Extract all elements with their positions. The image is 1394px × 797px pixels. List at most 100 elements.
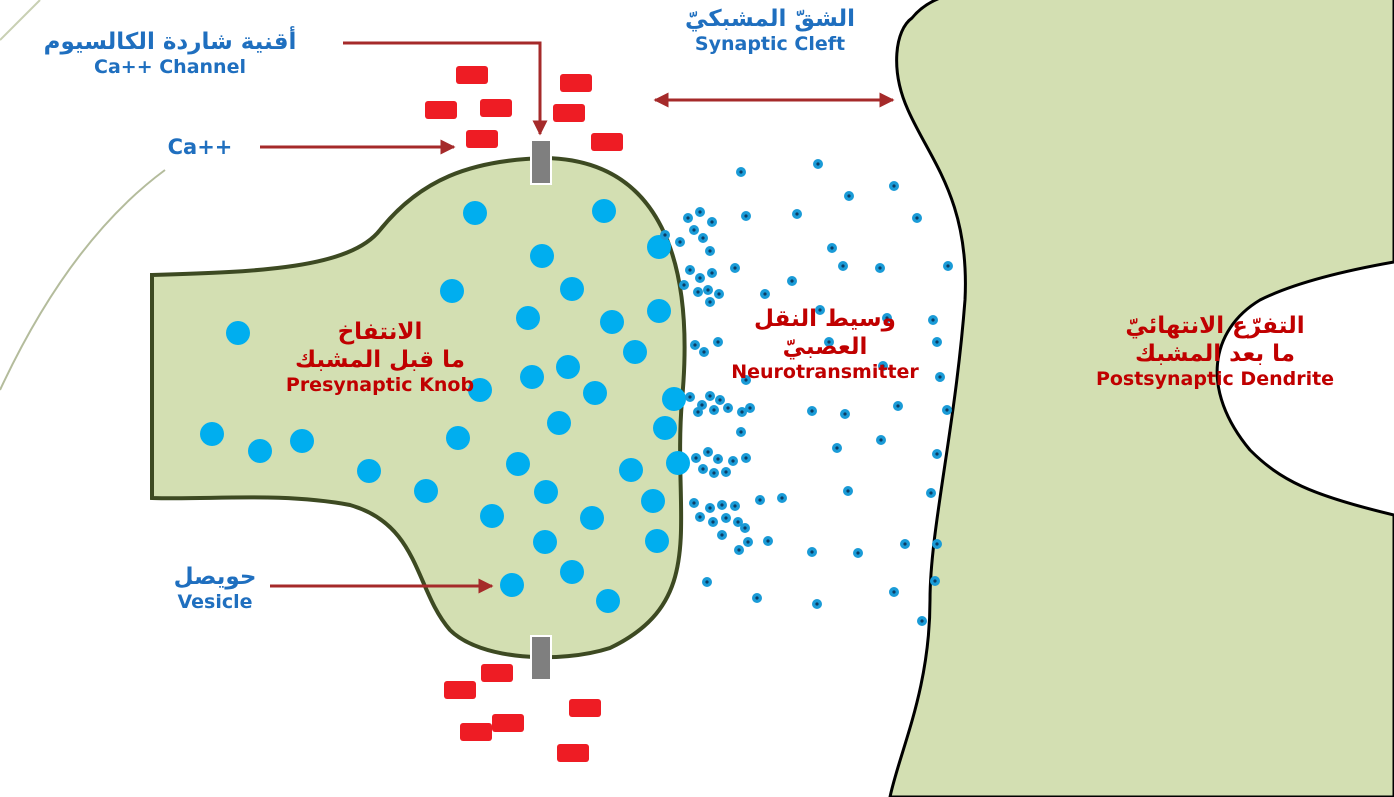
neurotransmitter-molecule	[689, 225, 699, 235]
neurotransmitter-molecule	[743, 537, 753, 547]
neurotransmitter-molecule	[838, 261, 848, 271]
vesicle	[534, 480, 558, 504]
neurotransmitter-molecule	[777, 493, 787, 503]
neurotransmitter-molecule	[832, 443, 842, 453]
postsynaptic-label-en: Postsynaptic Dendrite	[1050, 368, 1380, 391]
vesicle	[506, 452, 530, 476]
neurotransmitter-molecule	[932, 539, 942, 549]
vesicle	[580, 506, 604, 530]
neurotransmitter-molecule	[736, 427, 746, 437]
calcium-ion	[425, 101, 457, 119]
vesicle	[647, 299, 671, 323]
synaptic-cleft-label-en: Synaptic Cleft	[650, 33, 890, 56]
neurotransmitter-molecule	[745, 403, 755, 413]
neurotransmitter-molecule	[707, 217, 717, 227]
neurotransmitter-molecule	[705, 391, 715, 401]
neurotransmitter-molecule	[930, 576, 940, 586]
neurotransmitter-molecule	[698, 233, 708, 243]
neurotransmitter-molecule	[695, 207, 705, 217]
vesicle	[583, 381, 607, 405]
neurotransmitter-molecule	[693, 287, 703, 297]
calcium-ion	[560, 74, 592, 92]
postsynaptic-label-ar2: ما بعد المشبك	[1050, 340, 1380, 368]
neurotransmitter-molecule	[721, 467, 731, 477]
vesicle	[560, 560, 584, 584]
neurotransmitter-molecule	[717, 530, 727, 540]
neurotransmitter-molecule	[813, 159, 823, 169]
calcium-ion	[557, 744, 589, 762]
vesicle	[414, 479, 438, 503]
vesicle	[440, 279, 464, 303]
neurotransmitter-molecule	[812, 599, 822, 609]
neurotransmitter-molecule	[889, 587, 899, 597]
neurotransmitter-molecule	[685, 392, 695, 402]
neurotransmitter-molecule	[707, 268, 717, 278]
neurotransmitter-molecule	[675, 237, 685, 247]
neurotransmitter-molecules	[660, 159, 953, 626]
synaptic-cleft-label: الشقّ المشبكيّ Synaptic Cleft	[650, 5, 890, 56]
vesicle	[480, 504, 504, 528]
neurotransmitter-molecule	[943, 261, 953, 271]
postsynaptic-dendrite-shape	[890, 0, 1394, 797]
presynaptic-knob-label: الانتفاخ ما قبل المشبك Presynaptic Knob	[230, 318, 530, 397]
calcium-label: Ca++	[140, 135, 260, 161]
neurotransmitter-molecule	[926, 488, 936, 498]
neurotransmitter-molecule	[714, 289, 724, 299]
neurotransmitter-molecule	[844, 191, 854, 201]
vesicle	[596, 589, 620, 613]
ca-channel-label-en: Ca++ Channel	[0, 56, 340, 79]
presynaptic-label-en: Presynaptic Knob	[230, 374, 530, 397]
vesicle-label: حويصل Vesicle	[150, 563, 280, 614]
neurotransmitter-molecule	[900, 539, 910, 549]
neurotransmitter-molecule	[709, 468, 719, 478]
calcium-ion	[480, 99, 512, 117]
neurotransmitter-molecule	[917, 616, 927, 626]
presynaptic-label-ar2: ما قبل المشبك	[230, 346, 530, 374]
vesicle	[623, 340, 647, 364]
calcium-ion	[591, 133, 623, 151]
neurotransmitter-molecule	[660, 230, 670, 240]
vesicle	[200, 422, 224, 446]
calcium-ion	[460, 723, 492, 741]
neurotransmitter-molecule	[728, 456, 738, 466]
neurotransmitter-molecule	[876, 435, 886, 445]
vesicle-label-en: Vesicle	[150, 591, 280, 614]
neurotransmitter-molecule	[691, 453, 701, 463]
calcium-label-en: Ca++	[140, 135, 260, 161]
neurotransmitter-molecule	[752, 593, 762, 603]
neurotransmitter-molecule	[683, 213, 693, 223]
neurotransmitter-molecule	[755, 495, 765, 505]
vesicle-label-ar: حويصل	[150, 563, 280, 591]
neurotransmitter-molecule	[713, 454, 723, 464]
vesicle	[530, 244, 554, 268]
presynaptic-label-ar1: الانتفاخ	[230, 318, 530, 346]
neurotransmitter-molecule	[717, 500, 727, 510]
vesicle	[357, 459, 381, 483]
neurotransmitter-label-en: Neurotransmitter	[690, 361, 960, 384]
neurotransmitter-molecule	[695, 512, 705, 522]
vesicle	[500, 573, 524, 597]
neurotransmitter-molecule	[942, 405, 952, 415]
ca-channel-label-ar: أقنية شاردة الكالسيوم	[0, 28, 340, 56]
neurotransmitter-molecule	[702, 577, 712, 587]
calcium-ion	[444, 681, 476, 699]
neurotransmitter-molecule	[730, 501, 740, 511]
postsynaptic-label-ar1: التفرّع الانتهائيّ	[1050, 312, 1380, 340]
neurotransmitter-molecule	[689, 498, 699, 508]
neurotransmitter-molecule	[807, 406, 817, 416]
neurotransmitter-molecule	[792, 209, 802, 219]
neurotransmitter-molecule	[787, 276, 797, 286]
neurotransmitter-molecule	[705, 246, 715, 256]
vesicle	[653, 416, 677, 440]
neurotransmitter-molecule	[723, 403, 733, 413]
neurotransmitter-molecule	[853, 548, 863, 558]
neurotransmitter-molecule	[741, 453, 751, 463]
neurotransmitter-molecule	[685, 265, 695, 275]
neurotransmitter-molecule	[703, 285, 713, 295]
neurotransmitter-molecule	[721, 513, 731, 523]
neurotransmitter-molecule	[741, 211, 751, 221]
neurotransmitter-molecule	[760, 289, 770, 299]
vesicle	[290, 429, 314, 453]
synaptic-cleft-label-ar: الشقّ المشبكيّ	[650, 5, 890, 33]
